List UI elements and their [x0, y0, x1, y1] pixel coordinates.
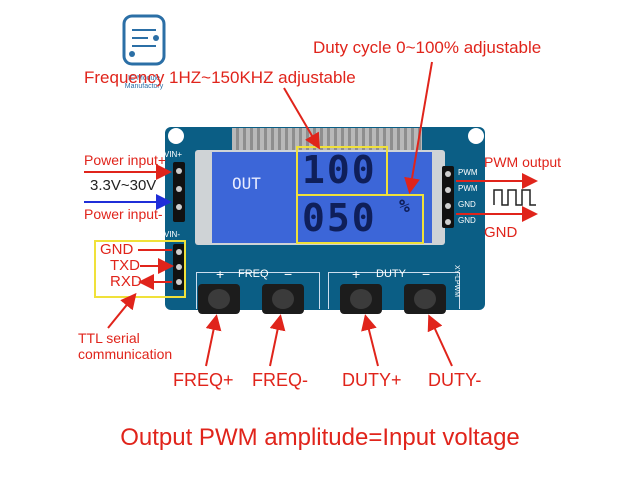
duty-highlight-box	[296, 194, 424, 244]
duty-arrow	[404, 61, 433, 194]
duty-button-frame	[328, 272, 460, 309]
freq-minus-sign: −	[284, 266, 293, 282]
duty-plus-sign: +	[352, 266, 361, 282]
rxd-annotation: RXD	[110, 273, 142, 290]
pin	[176, 279, 182, 285]
vin-minus-label: VIN-	[164, 230, 180, 239]
freq-minus-arrow	[269, 314, 286, 367]
duty-minus-sign: −	[422, 266, 431, 282]
output-header	[442, 166, 454, 228]
mount-hole-left	[168, 128, 184, 144]
mount-hole-right	[468, 128, 484, 144]
ttl-serial-annotation: TTL serial communication	[78, 330, 173, 362]
pin	[445, 171, 451, 177]
lcd-connector	[232, 128, 422, 150]
pin	[445, 203, 451, 209]
pwm-label-2: PWM	[458, 184, 478, 193]
power-input-plus-annotation: Power input+	[84, 152, 167, 168]
pin	[176, 204, 182, 210]
gnd-label-1: GND	[458, 200, 476, 209]
duty-minus-button[interactable]	[404, 284, 446, 314]
freq-plus-button[interactable]	[198, 284, 240, 314]
pin	[176, 249, 182, 255]
freq-arrow	[283, 87, 321, 150]
ttl-serial-arrow	[107, 292, 137, 329]
button-cap	[272, 289, 294, 309]
voltage-range-annotation: 3.3V~30V	[90, 177, 157, 194]
power-input-minus-annotation: Power input-	[84, 206, 163, 222]
pin	[445, 187, 451, 193]
gnd-annotation: GND	[100, 241, 134, 258]
gnd-label-2: GND	[458, 216, 476, 225]
duty-plus-annotation: DUTY+	[342, 370, 402, 390]
duty-plus-button[interactable]	[340, 284, 382, 314]
button-cap	[350, 289, 372, 309]
gnd-right-annotation: GND	[484, 224, 518, 241]
freq-minus-annotation: FREQ-	[252, 370, 308, 390]
pin	[176, 264, 182, 270]
frequency-annotation: Frequency 1HZ~150KHZ adjustable	[84, 68, 356, 87]
pin	[176, 186, 182, 192]
freq-button-frame	[196, 272, 320, 309]
freq-plus-annotation: FREQ+	[173, 370, 234, 390]
vin-plus-label: VIN+	[164, 150, 183, 159]
percent-sign: %	[399, 196, 412, 217]
duty-label: DUTY	[376, 268, 406, 280]
freq-plus-sign: +	[216, 266, 225, 282]
pin	[176, 168, 182, 174]
freq-display: 100	[302, 148, 377, 192]
footer-caption: Output PWM amplitude=Input voltage	[120, 424, 520, 451]
pwm-waveform-icon	[493, 189, 536, 206]
freq-label: FREQ	[238, 268, 269, 280]
serial-highlight-box	[94, 240, 186, 298]
logo-text: IC Module Manufactory	[124, 75, 164, 90]
duty-minus-arrow	[427, 314, 453, 367]
duty-cycle-annotation: Duty cycle 0~100% adjustable	[313, 38, 542, 57]
circuit-logo-icon	[122, 14, 166, 66]
pwm-output-annotation: PWM output	[484, 154, 562, 170]
txd-annotation: TXD	[110, 257, 140, 274]
logo: IC Module Manufactory	[118, 12, 170, 92]
button-cap	[208, 289, 230, 309]
pin	[445, 219, 451, 225]
duty-display: 050	[302, 196, 377, 240]
lcd-screen	[212, 152, 432, 243]
pwm-label-1: PWM	[458, 168, 478, 177]
duty-minus-annotation: DUTY-	[428, 370, 482, 390]
lcd-out-label: OUT	[232, 174, 261, 193]
duty-plus-arrow	[361, 314, 379, 367]
freq-minus-button[interactable]	[262, 284, 304, 314]
freq-plus-arrow	[205, 314, 222, 367]
button-cap	[414, 289, 436, 309]
